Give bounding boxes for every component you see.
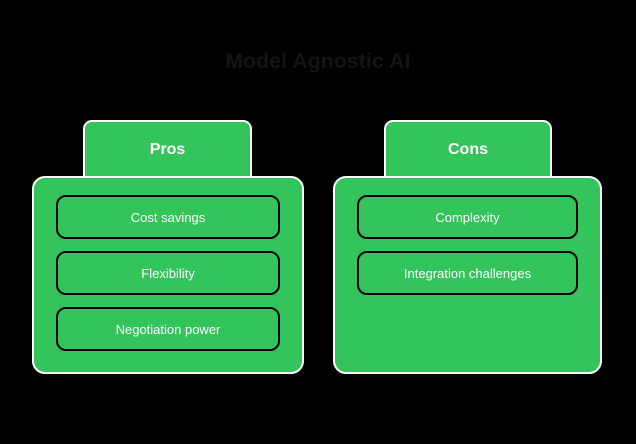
column-header-cons-label: Cons <box>448 141 488 158</box>
column-header-pros[interactable]: Pros <box>83 120 252 182</box>
list-item-label: Integration challenges <box>403 265 532 281</box>
list-item[interactable]: Negotiation power <box>56 307 280 351</box>
item-list-pros: Cost savings Flexibility Negotiation pow… <box>56 195 280 351</box>
list-item[interactable]: Complexity <box>357 195 578 239</box>
item-list-cons: Complexity Integration challenges <box>357 195 578 295</box>
list-item-label: Negotiation power <box>115 321 221 337</box>
list-item-label: Flexibility <box>141 265 195 281</box>
list-item[interactable]: Flexibility <box>56 251 280 295</box>
column-panel-pros: Cost savings Flexibility Negotiation pow… <box>32 176 304 374</box>
page-title: Model Agnostic AI <box>225 50 411 73</box>
list-item-label: Complexity <box>435 209 500 225</box>
column-header-cons[interactable]: Cons <box>384 120 552 182</box>
list-item[interactable]: Integration challenges <box>357 251 578 295</box>
list-item-label: Cost savings <box>130 209 206 225</box>
column-header-pros-label: Pros <box>149 141 186 158</box>
column-panel-cons: Complexity Integration challenges <box>333 176 602 374</box>
list-item[interactable]: Cost savings <box>56 195 280 239</box>
